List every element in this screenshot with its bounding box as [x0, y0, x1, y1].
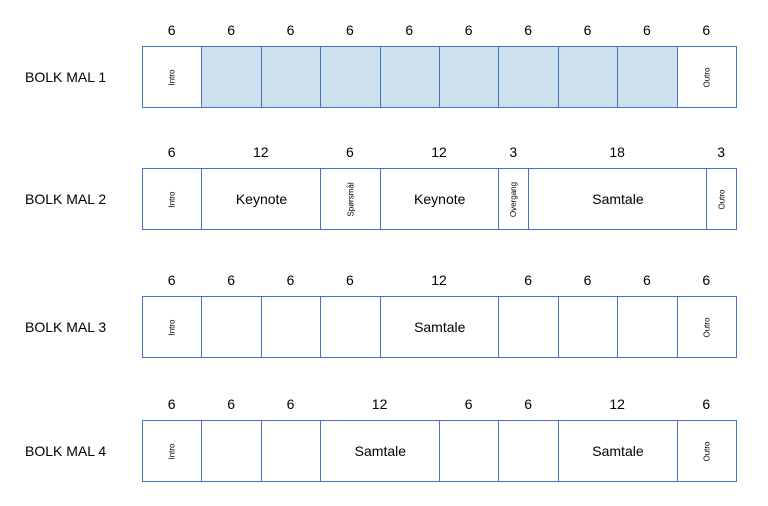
duration-label: 12	[431, 272, 447, 288]
segment-label: Samtale	[592, 191, 644, 207]
duration-label: 6	[464, 396, 473, 412]
duration-label: 6	[583, 272, 592, 288]
duration-label: 6	[524, 22, 532, 38]
duration-label: 6	[167, 22, 176, 38]
duration-label: 6	[167, 144, 176, 160]
segment-box: Keynote	[201, 168, 322, 230]
segment-box: Intro	[142, 296, 203, 358]
duration-label: 6	[345, 144, 354, 160]
segment-box: Outro	[706, 168, 738, 230]
segment-box	[439, 420, 500, 482]
duration-label: 18	[609, 144, 625, 160]
duration-label: 6	[464, 22, 473, 38]
segment-box	[557, 296, 619, 358]
segment-box	[201, 46, 263, 108]
duration-label: 3	[717, 144, 726, 160]
segment-label: Keynote	[414, 191, 466, 207]
segment-label: Samtale	[354, 443, 407, 459]
duration-label: 6	[227, 22, 235, 38]
segment-box	[617, 46, 679, 108]
duration-label: 6	[286, 22, 295, 38]
duration-label: 6	[167, 272, 176, 288]
duration-label: 6	[227, 396, 235, 412]
duration-label: 6	[286, 396, 295, 412]
duration-label: 6	[583, 22, 592, 38]
duration-label: 6	[642, 272, 651, 288]
row-label: BOLK MAL 1	[25, 69, 107, 85]
duration-label: 6	[345, 272, 354, 288]
duration-label: 6	[524, 396, 532, 412]
row-label: BOLK MAL 3	[25, 319, 107, 335]
duration-label: 12	[431, 144, 447, 160]
segment-label-vertical: Outro	[702, 440, 712, 462]
segment-box: Spørsmål	[320, 168, 382, 230]
segment-label-vertical: Overgang	[509, 181, 519, 217]
segment-box: Outro	[676, 420, 738, 482]
segment-box	[320, 46, 382, 108]
segment-box: Outro	[676, 296, 738, 358]
segment-box	[201, 420, 263, 482]
segment-box	[439, 46, 500, 108]
segment-box	[260, 296, 322, 358]
segment-label-vertical: Intro	[167, 442, 177, 460]
duration-label: 6	[524, 272, 532, 288]
segment-box	[498, 296, 560, 358]
duration-label: 12	[609, 396, 625, 412]
segment-box: Intro	[142, 168, 203, 230]
row-label: BOLK MAL 4	[25, 443, 107, 459]
duration-label: 6	[702, 396, 711, 412]
duration-label: 6	[405, 22, 414, 38]
segment-box	[498, 46, 560, 108]
segment-box: Keynote	[379, 168, 500, 230]
segment-box: Intro	[142, 420, 203, 482]
segment-label: Samtale	[414, 319, 466, 335]
segment-box	[320, 296, 382, 358]
duration-label: 6	[642, 22, 651, 38]
segment-label: Keynote	[235, 191, 288, 207]
segment-box: Intro	[142, 46, 203, 108]
segment-box	[379, 46, 441, 108]
segment-box	[260, 420, 322, 482]
segment-label-vertical: Intro	[167, 190, 177, 208]
segment-label: Samtale	[592, 443, 644, 459]
segment-label-vertical: Outro	[702, 66, 712, 88]
segment-box	[557, 46, 619, 108]
segment-label-vertical: Intro	[167, 318, 177, 336]
duration-label: 6	[286, 272, 295, 288]
duration-label: 6	[702, 22, 711, 38]
segment-label-vertical: Outro	[702, 316, 712, 338]
segment-box: Samtale	[528, 168, 708, 230]
segment-box: Samtale	[379, 296, 500, 358]
segment-box	[498, 420, 560, 482]
duration-label: 6	[227, 272, 235, 288]
segment-box	[260, 46, 322, 108]
duration-label: 6	[167, 396, 176, 412]
segment-label-vertical: Outro	[717, 188, 727, 210]
segment-label-vertical: Spørsmål	[346, 181, 356, 217]
segment-label-vertical: Intro	[167, 68, 177, 86]
segment-box: Samtale	[557, 420, 679, 482]
duration-label: 12	[371, 396, 388, 412]
segment-box: Samtale	[320, 420, 441, 482]
segment-box	[617, 296, 679, 358]
duration-label: 3	[509, 144, 518, 160]
duration-label: 12	[253, 144, 269, 160]
duration-label: 6	[702, 272, 711, 288]
segment-box	[201, 296, 263, 358]
row-label: BOLK MAL 2	[25, 191, 107, 207]
duration-label: 6	[345, 22, 354, 38]
segment-box: Overgang	[498, 168, 530, 230]
segment-box: Outro	[676, 46, 738, 108]
